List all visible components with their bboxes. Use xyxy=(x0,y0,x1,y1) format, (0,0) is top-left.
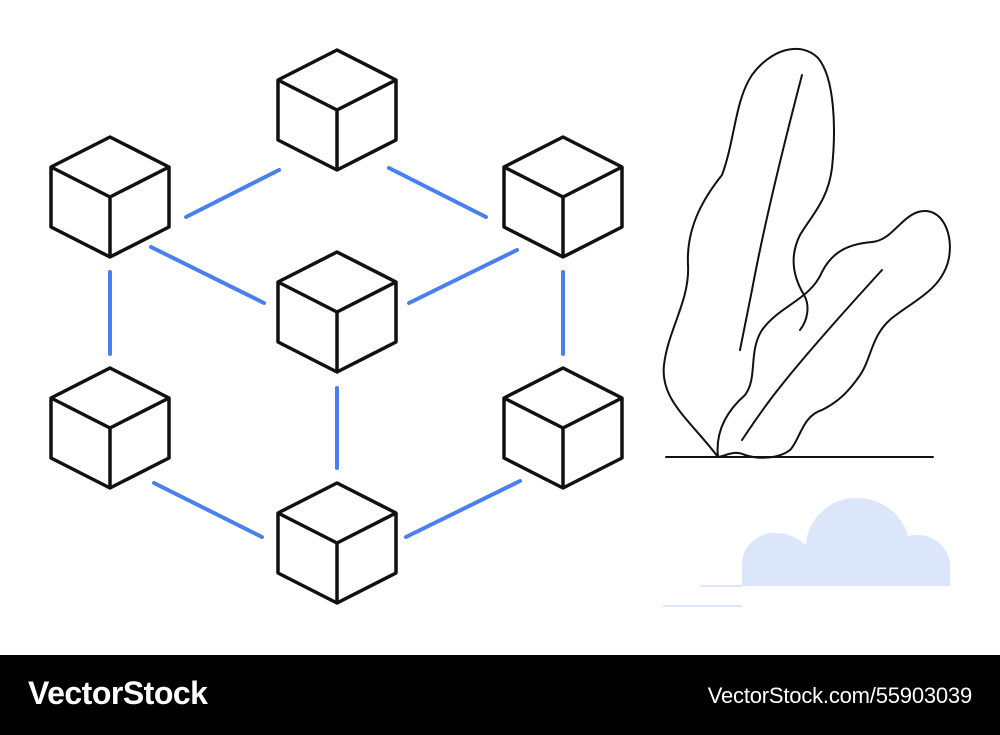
leaf-vein xyxy=(741,269,883,441)
connector-line xyxy=(184,168,281,219)
cube-icon xyxy=(276,250,398,374)
cloud-icon xyxy=(663,498,951,607)
connector-line xyxy=(152,481,264,539)
cube-icon xyxy=(49,135,171,259)
network-cubes xyxy=(49,48,624,605)
cube-icon xyxy=(49,366,171,490)
blockchain-network-illustration xyxy=(49,48,951,607)
connector-line xyxy=(387,166,488,219)
leaf-large xyxy=(662,48,835,458)
image-id-label: VectorStock.com/55903039 xyxy=(707,683,972,708)
connector-line xyxy=(407,248,519,305)
connector-line xyxy=(404,479,522,539)
leaf-icon xyxy=(662,48,951,459)
leaf-small xyxy=(716,209,951,459)
watermark-bar: VectorStock VectorStock.com/55903039 xyxy=(0,655,1000,735)
cube-icon xyxy=(502,366,624,490)
cube-icon xyxy=(276,48,398,172)
leaf-vein xyxy=(739,74,803,351)
cube-icon xyxy=(502,135,624,259)
connector-line xyxy=(149,245,266,305)
network-connectors xyxy=(108,166,565,539)
vectorstock-logo: VectorStock xyxy=(28,675,208,711)
cube-icon xyxy=(276,481,398,605)
